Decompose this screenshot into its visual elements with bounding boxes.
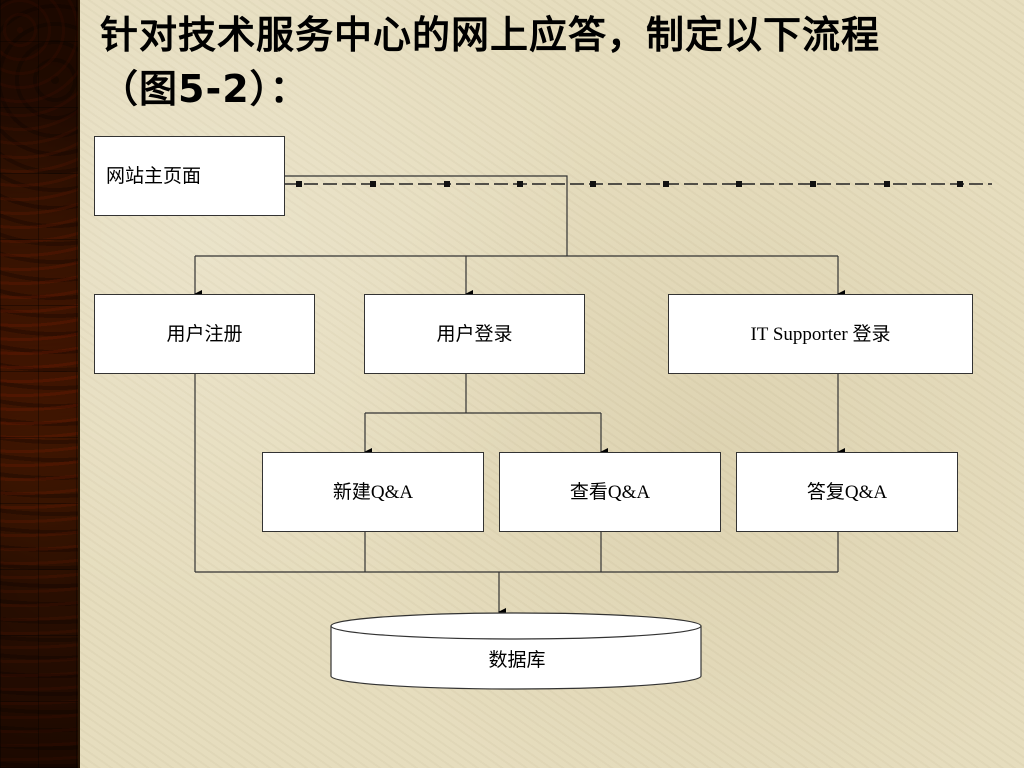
title-line-1: 针对技术服务中心的网上应答，制定以下流程 (100, 13, 881, 57)
user-login-box: 用户登录 (364, 294, 585, 374)
view-qa-box: 查看Q&A (499, 452, 721, 532)
user-register-box: 用户注册 (94, 294, 315, 374)
new-qa-box: 新建Q&A (262, 452, 484, 532)
decorative-side-strip (0, 0, 80, 768)
dashed-line-markers (296, 181, 963, 187)
database-cylinder (330, 612, 702, 690)
home-page-box: 网站主页面 (94, 136, 285, 216)
it-supporter-login-box: IT Supporter 登录 (668, 294, 973, 374)
flow-lines (194, 175, 845, 616)
database-label: 数据库 (488, 650, 546, 671)
reply-qa-box: 答复Q&A (736, 452, 958, 532)
slide-title: 针对技术服务中心的网上应答，制定以下流程 （图5-2）： (100, 8, 1015, 116)
title-line-2: （图5-2）： (100, 67, 309, 111)
